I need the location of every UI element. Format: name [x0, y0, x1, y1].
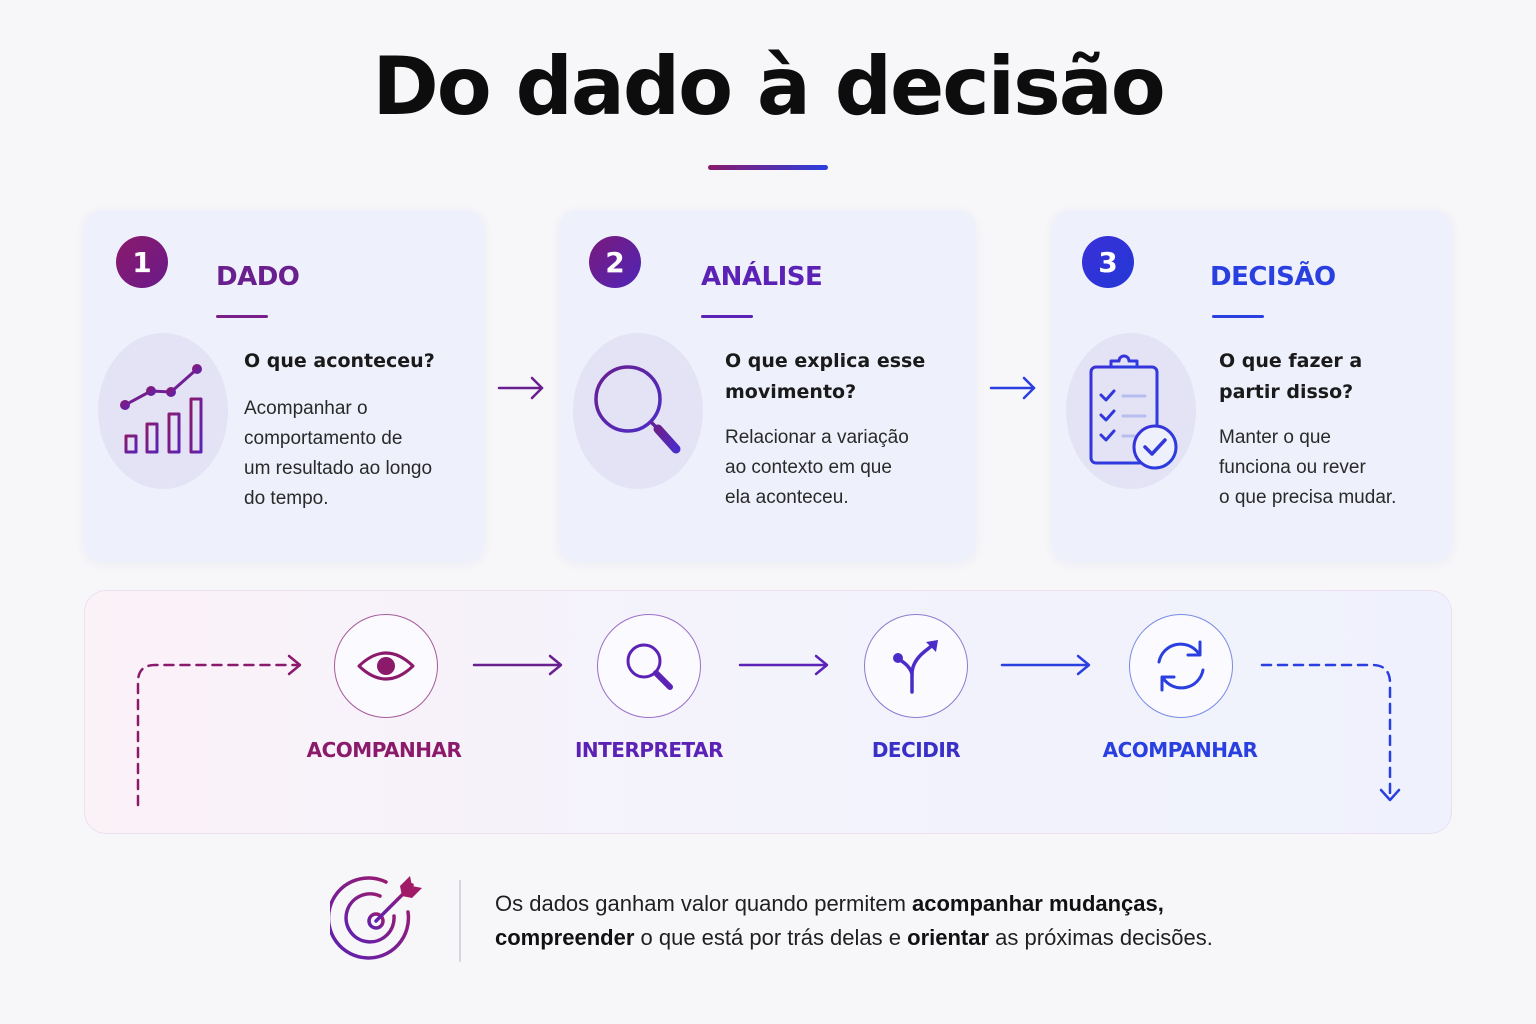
cycle-step-interpretar [597, 614, 701, 718]
card-title-underline [701, 315, 753, 318]
cycle-step-label: ACOMPANHAR [306, 738, 462, 762]
card-description: Relacionar a variação ao contexto em que… [725, 423, 965, 513]
footer-divider [459, 880, 461, 962]
card-dado: 1 DADO O que aconteceu? Acompanhar o com… [84, 210, 484, 562]
description-line: Relacionar a variação [725, 427, 909, 448]
card-question: O que explica esse movimento? [725, 346, 935, 408]
footer-message: Os dados ganham valor quando permitem ac… [495, 887, 1395, 955]
description-line: Manter o que [1219, 427, 1331, 448]
card-question: O que fazer a partir disso? [1219, 346, 1429, 408]
cycle-step-label: INTERPRETAR [574, 738, 724, 762]
question-line: partir disso? [1219, 381, 1354, 403]
refresh-icon [1157, 640, 1205, 692]
step-number-badge: 3 [1082, 236, 1134, 288]
description-line: ao contexto em que [725, 457, 892, 478]
description-line: um resultado ao longo [244, 458, 433, 479]
cycle-step-label: DECIDIR [871, 738, 961, 762]
split-arrow-icon [893, 640, 938, 694]
target-icon [330, 876, 422, 960]
footer-line-2: compreender o que está por trás delas e … [495, 925, 1213, 950]
footer-line-1: Os dados ganham valor quando permitem ac… [495, 891, 1164, 916]
description-line: do tempo. [244, 488, 329, 509]
card-description: Acompanhar o comportamento de um resulta… [244, 394, 484, 514]
description-line: Acompanhar o [244, 398, 368, 419]
question-line: movimento? [725, 381, 857, 403]
cycle-step-decidir [864, 614, 968, 718]
magnifier-document-icon [573, 333, 703, 489]
arrow-right-icon [989, 376, 1036, 400]
description-line: comportamento de [244, 428, 403, 449]
clipboard-check-icon [1066, 333, 1196, 489]
cycle-step-label: ACOMPANHAR [1102, 738, 1258, 762]
step-number-badge: 1 [116, 236, 168, 288]
card-title: DADO [216, 262, 300, 292]
growth-chart-icon [98, 333, 228, 489]
card-title: DECISÃO [1210, 262, 1336, 292]
page-title: Do dado à decisão [372, 40, 1165, 133]
description-line: o que precisa mudar. [1219, 487, 1397, 508]
card-description: Manter o que funciona ou rever o que pre… [1219, 423, 1459, 513]
card-title: ANÁLISE [701, 262, 823, 292]
question-line: O que explica esse [725, 350, 926, 372]
title-underline [708, 165, 828, 170]
question-line: O que fazer a [1219, 350, 1363, 372]
step-number-badge: 2 [589, 236, 641, 288]
card-question: O que aconteceu? [244, 350, 435, 372]
cycle-step-acompanhar-2 [1129, 614, 1233, 718]
cycle-step-acompanhar [334, 614, 438, 718]
card-analise: 2 ANÁLISE O que explica esse movimento? … [559, 210, 976, 562]
eye-icon [357, 651, 415, 681]
arrow-right-icon [497, 376, 544, 400]
card-title-underline [216, 315, 268, 318]
card-title-underline [1212, 315, 1264, 318]
description-line: ela aconteceu. [725, 487, 849, 508]
card-decisao: 3 DECISÃO O que fazer a partir disso? Ma… [1052, 210, 1452, 562]
description-line: funciona ou rever [1219, 457, 1366, 478]
search-icon [626, 643, 673, 690]
cycle-panel [84, 590, 1452, 834]
